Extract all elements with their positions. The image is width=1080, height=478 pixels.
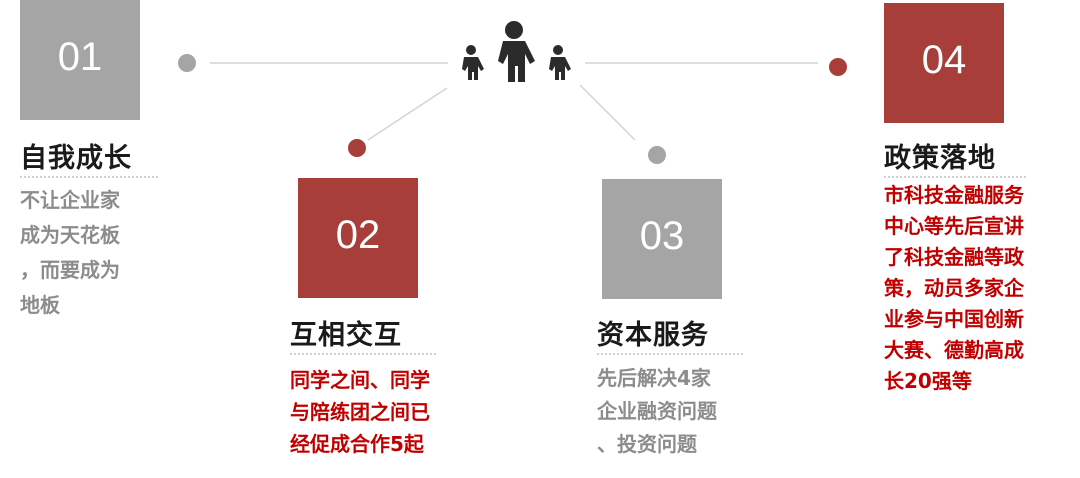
number-box-01: 01 bbox=[20, 0, 140, 120]
item-description-03: 先后解决4家 企业融资问题 、投资问题 bbox=[597, 366, 717, 456]
divider-02 bbox=[290, 353, 436, 355]
node-dot-04 bbox=[829, 58, 847, 76]
people-family-icon bbox=[462, 21, 571, 82]
node-dot-03 bbox=[648, 146, 666, 164]
node-dot-02 bbox=[348, 139, 366, 157]
item-title-02: 互相交互 bbox=[290, 320, 402, 351]
item-title-03: 资本服务 bbox=[597, 320, 709, 351]
divider-04 bbox=[884, 176, 1026, 178]
number-box-02: 02 bbox=[298, 178, 418, 298]
item-title-01: 自我成长 bbox=[20, 143, 132, 174]
item-title-04: 政策落地 bbox=[884, 143, 996, 174]
divider-03 bbox=[597, 353, 743, 355]
divider-01 bbox=[20, 176, 158, 178]
node-dot-01 bbox=[178, 54, 196, 72]
item-description-01: 不让企业家 成为天花板 ，而要成为 地板 bbox=[20, 188, 120, 317]
item-description-04: 市科技金融服务 中心等先后宣讲 了科技金融等政 策，动员多家企 业参与中国创新 … bbox=[884, 183, 1024, 393]
number-box-03: 03 bbox=[602, 179, 722, 299]
number-box-04: 04 bbox=[884, 3, 1004, 123]
item-description-02: 同学之间、同学 与陪练团之间已 经促成合作5起 bbox=[290, 368, 430, 456]
